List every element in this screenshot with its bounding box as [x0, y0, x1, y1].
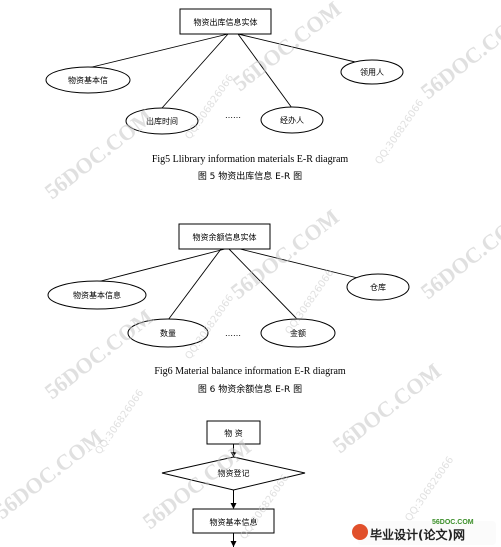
er-edge: [237, 33, 373, 67]
watermark-site: 56DOC.COM: [416, 4, 501, 104]
caption-chinese: 图 5 物资出库信息 E-R 图: [198, 170, 302, 182]
watermark-qq: QQ:306826066: [183, 73, 236, 142]
logo-mark-icon: [352, 524, 368, 540]
entity-label: 物资余额信息实体: [193, 232, 257, 242]
entity-box: [178, 223, 271, 250]
attribute-label: 经办人: [280, 115, 304, 125]
er-edge: [167, 248, 222, 321]
er-edge: [228, 248, 299, 321]
er-edge: [161, 33, 229, 109]
attribute-label: 物资基本信息: [73, 290, 121, 300]
attribute-ellipse: [47, 280, 147, 310]
flow-arrow-head: [230, 503, 237, 509]
watermark-qq: QQ:306826066: [373, 98, 426, 167]
attribute-label: 金额: [290, 328, 306, 338]
er-edge: [237, 33, 293, 109]
flow-arrow-head: [230, 541, 237, 547]
ellipsis: ……: [225, 111, 241, 120]
figure-6-er-diagram: 物资余额信息实体 物资基本信息 仓库 数量 金额 …… Fig6 Materia…: [47, 223, 410, 395]
er-edge: [87, 33, 229, 69]
entity-box: [179, 8, 272, 35]
attribute-ellipse: [260, 106, 324, 134]
flow-start-label: 物 资: [224, 428, 243, 438]
attribute-label: 数量: [160, 328, 176, 338]
watermark-site: 56DOC.COM: [226, 204, 344, 304]
attribute-ellipse: [127, 318, 209, 348]
flow-decision-label: 物资登记: [218, 468, 250, 478]
flow-arrow-head: [230, 452, 237, 457]
watermark-site: 56DOC.COM: [40, 304, 158, 404]
entity-label: 物资出库信息实体: [194, 17, 258, 27]
attribute-ellipse: [260, 318, 336, 348]
attribute-label: 仓库: [370, 282, 386, 292]
site-logo: [358, 521, 496, 545]
logo-name: 毕业设计(论文)网: [370, 528, 465, 542]
flow-process-box: [192, 508, 275, 534]
watermark-qq: QQ:306826066: [403, 455, 456, 524]
watermark-site: 56DOC.COM: [416, 204, 501, 304]
watermark-site: 56DOC.COM: [0, 424, 108, 524]
watermark-site: 56DOC.COM: [40, 104, 158, 204]
watermark-qq: QQ:306826066: [93, 388, 146, 457]
figure-5-er-diagram: 物资出库信息实体 物资基本信 领用人 出库时间 经办人 …… Fig5 Llib…: [45, 8, 404, 182]
er-edge: [239, 248, 379, 284]
er-edge: [96, 248, 226, 283]
attribute-ellipse: [346, 273, 410, 301]
caption-english: Fig5 Llibrary information materials E-R …: [152, 154, 349, 165]
attribute-label: 出库时间: [146, 116, 178, 126]
flowchart: 物 资 物资登记 物资基本信息: [161, 420, 306, 547]
attribute-ellipse: [340, 59, 404, 85]
ellipsis: ……: [225, 329, 241, 338]
caption-chinese: 图 6 物资余额信息 E-R 图: [198, 383, 302, 395]
attribute-label: 物资基本信: [68, 75, 108, 85]
caption-english: Fig6 Material balance information E-R di…: [154, 366, 346, 377]
attribute-label: 领用人: [360, 67, 384, 77]
attribute-ellipse: [45, 66, 131, 94]
attribute-ellipse: [125, 107, 199, 135]
flow-process-label: 物资基本信息: [210, 517, 258, 527]
logo-url: 56DOC.COM: [432, 519, 474, 526]
